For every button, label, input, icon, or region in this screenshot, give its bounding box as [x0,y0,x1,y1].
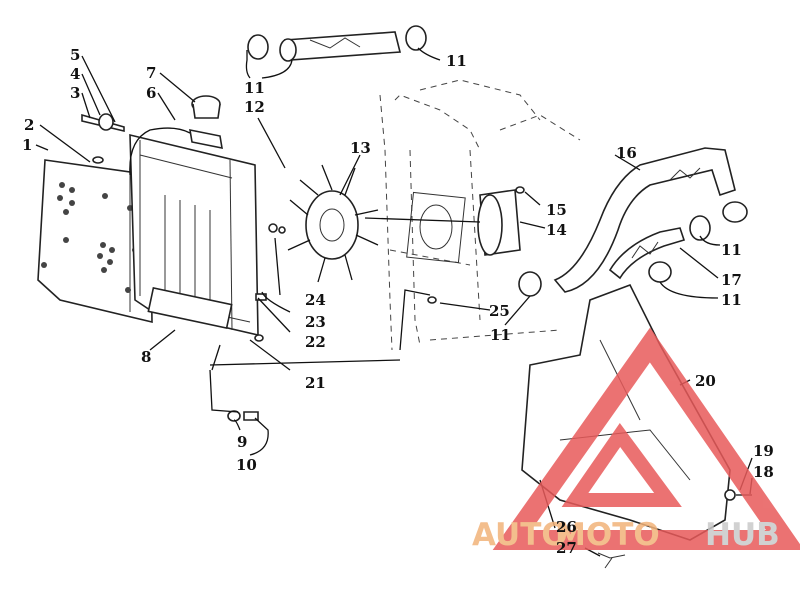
watermark: AUTO MOTO HUB [472,327,800,553]
callout-labels: 1 2 3 4 5 6 7 8 9 10 11 12 13 14 15 16 1… [22,46,774,557]
grille-dots [41,182,138,293]
watermark-logo-triangle [492,327,800,550]
callout-4: 4 [70,65,80,83]
callout-8: 8 [141,348,151,366]
water-pump [364,186,525,256]
callout-26: 26 [556,518,577,536]
callout-2: 2 [24,116,34,134]
callout-11-center: 11 [490,326,511,344]
callout-14: 14 [546,221,567,239]
hardware [227,223,752,569]
callout-22: 22 [305,333,326,351]
callout-24: 24 [305,291,326,309]
radiator [129,128,259,337]
callout-10: 10 [236,456,257,474]
chassis-frame [379,79,581,351]
callout-25: 25 [489,302,510,320]
callout-17: 17 [721,271,742,289]
callout-21: 21 [305,374,326,392]
callout-13: 13 [350,139,371,157]
callout-19: 19 [753,442,774,460]
callout-3: 3 [70,84,80,102]
watermark-text-moto: MOTO [555,517,660,553]
callout-27: 27 [556,539,577,557]
upper-hose [247,25,427,62]
callout-9: 9 [237,433,247,451]
watermark-text-auto: AUTO [472,517,568,553]
watermark-text-hub: HUB [705,517,780,553]
watermark-logo-inner-triangle [561,422,682,507]
cooling-fan [287,164,379,283]
callout-5: 5 [70,46,80,64]
callout-11-right-lower: 11 [721,291,742,309]
callout-23: 23 [305,313,326,331]
callout-1: 1 [22,136,32,154]
callout-6: 6 [146,84,156,102]
callout-11-right-upper: 11 [721,241,742,259]
callout-7: 7 [146,64,156,82]
callout-20: 20 [695,372,716,390]
callout-11-top-left: 11 [244,79,265,97]
radiator-cap [191,95,221,119]
callout-12: 12 [244,98,265,116]
radiator-shroud [37,159,153,324]
callout-11-top-right: 11 [446,52,467,70]
overflow-hose [81,113,191,176]
callout-18: 18 [753,463,774,481]
callout-16: 16 [616,144,637,162]
callout-15: 15 [546,201,567,219]
